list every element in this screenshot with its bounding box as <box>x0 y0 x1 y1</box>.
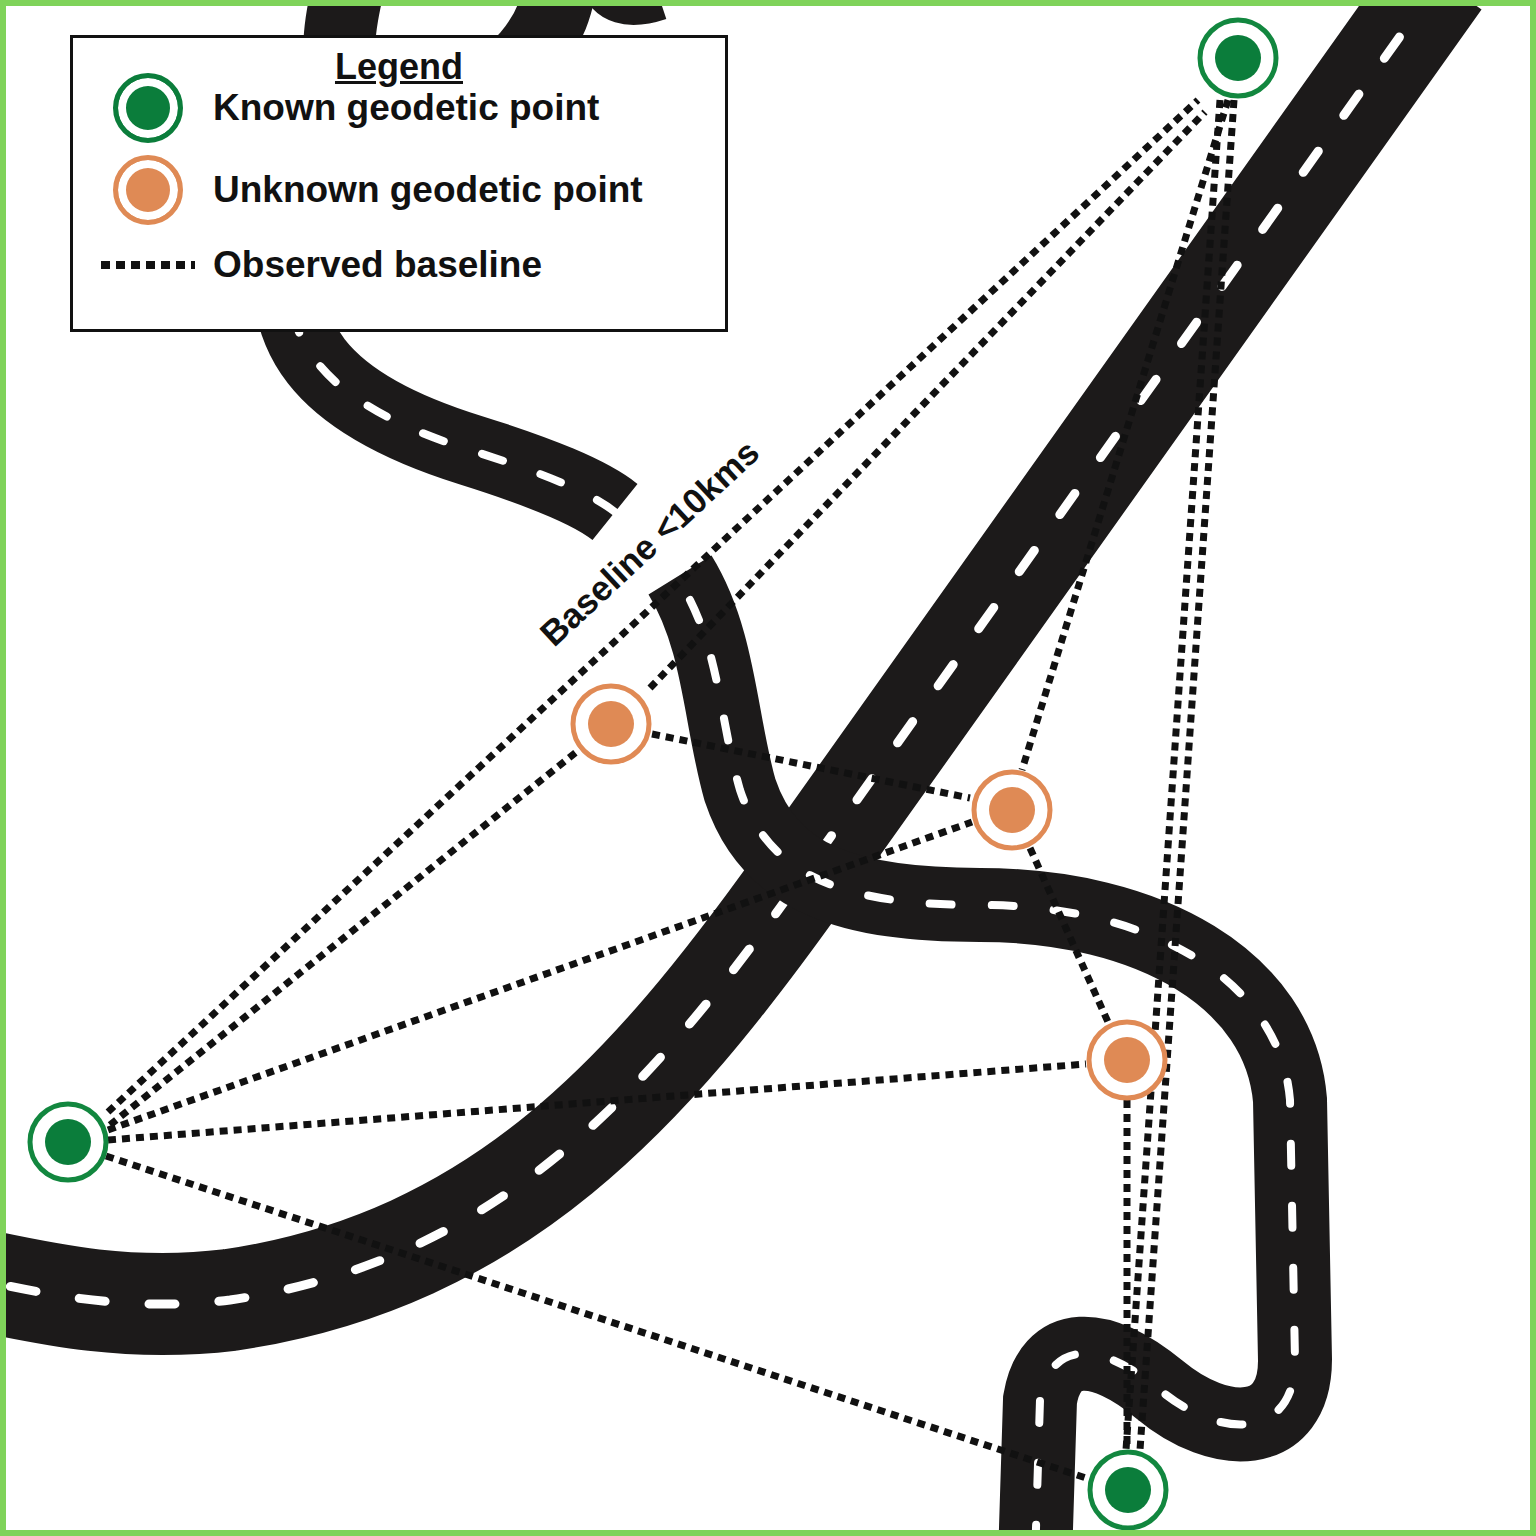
baseline <box>1022 100 1228 770</box>
legend-row: Observed baseline <box>73 230 725 300</box>
frame <box>3 3 1533 1533</box>
geodetic-points <box>30 20 1276 1528</box>
unknown-point <box>974 772 1050 848</box>
legend-box: LegendKnown geodetic pointUnknown geodet… <box>70 35 728 332</box>
legend-text: Unknown geodetic point <box>213 155 643 225</box>
unknown-point <box>573 686 649 762</box>
roads <box>0 0 1440 1536</box>
known-point <box>1090 1452 1166 1528</box>
legend-text: Observed baseline <box>213 230 542 300</box>
known-point <box>1200 20 1276 96</box>
legend-line-sample <box>99 230 199 300</box>
legend-swatch <box>113 155 183 225</box>
legend-row: Unknown geodetic point <box>73 155 725 225</box>
unknown-point <box>1089 1022 1165 1098</box>
legend-title: Legend <box>73 46 725 88</box>
baseline <box>1124 1100 1131 1450</box>
legend-line <box>101 261 195 269</box>
baseline <box>108 822 972 1130</box>
baseline <box>652 734 970 798</box>
legend-row: Known geodetic point <box>73 73 725 143</box>
baseline <box>108 1064 1086 1140</box>
known-point <box>30 1104 106 1180</box>
baseline <box>106 1156 1086 1478</box>
road <box>680 575 1295 1536</box>
legend-text: Known geodetic point <box>213 73 599 143</box>
baseline <box>650 112 1205 688</box>
baseline <box>1030 848 1108 1022</box>
legend-swatch <box>113 73 183 143</box>
baseline <box>110 745 585 1125</box>
baseline <box>1140 100 1234 1450</box>
baseline <box>1126 100 1220 1450</box>
